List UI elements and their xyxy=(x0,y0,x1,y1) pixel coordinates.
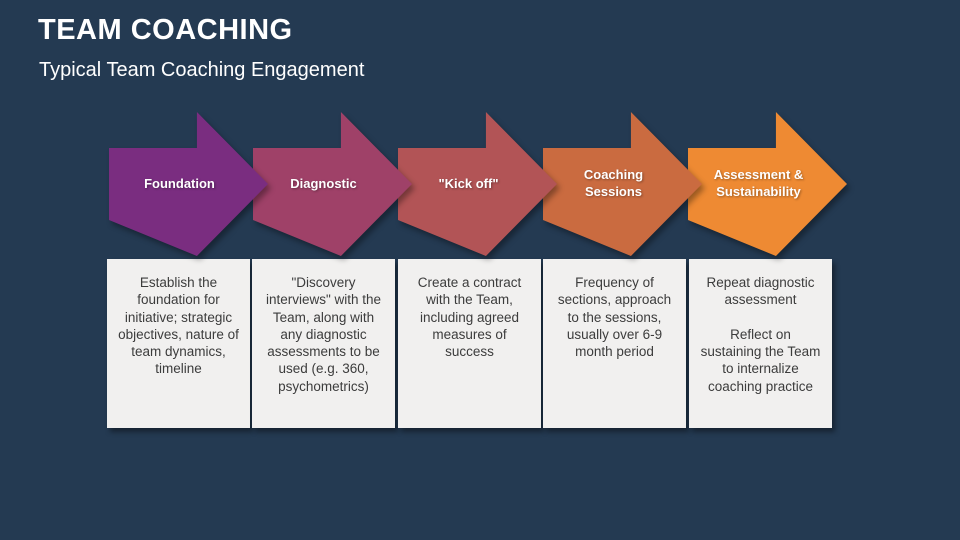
description-box-foundation: Establish the foundation for initiative;… xyxy=(107,259,250,428)
description-box-kick-off: Create a contract with the Team, includi… xyxy=(398,259,541,428)
arrow-shape-foundation: Foundation xyxy=(109,112,268,256)
description-text-assessment-sustainability: Repeat diagnostic assessment Reflect on … xyxy=(700,275,821,394)
description-box-coaching-sessions: Frequency of sections, approach to the s… xyxy=(543,259,686,428)
description-text-diagnostic: "Discovery interviews" with the Team, al… xyxy=(265,275,382,394)
arrow-shape-assessment-sustainability: Assessment & Sustainability xyxy=(688,112,847,256)
slide-title: TEAM COACHING xyxy=(38,14,293,46)
description-text-foundation: Establish the foundation for initiative;… xyxy=(118,275,239,377)
description-box-diagnostic: "Discovery interviews" with the Team, al… xyxy=(252,259,395,428)
arrow-label-coaching-sessions: Coaching Sessions xyxy=(583,167,644,199)
arrow-shape-coaching-sessions: Coaching Sessions xyxy=(543,112,702,256)
description-text-kick-off: Create a contract with the Team, includi… xyxy=(417,275,522,360)
slide-subtitle: Typical Team Coaching Engagement xyxy=(39,59,365,81)
arrow-label-foundation: Foundation xyxy=(144,175,215,191)
description-text-coaching-sessions: Frequency of sections, approach to the s… xyxy=(557,275,672,360)
description-box-assessment-sustainability: Repeat diagnostic assessment Reflect on … xyxy=(689,259,832,428)
arrow-label-kick-off: "Kick off" xyxy=(438,175,499,191)
arrow-label-assessment-sustainability: Assessment & Sustainability xyxy=(713,167,804,199)
arrow-shape-diagnostic: Diagnostic xyxy=(253,112,412,256)
arrow-label-diagnostic: Diagnostic xyxy=(290,175,357,191)
arrow-shape-kick-off: "Kick off" xyxy=(398,112,557,256)
